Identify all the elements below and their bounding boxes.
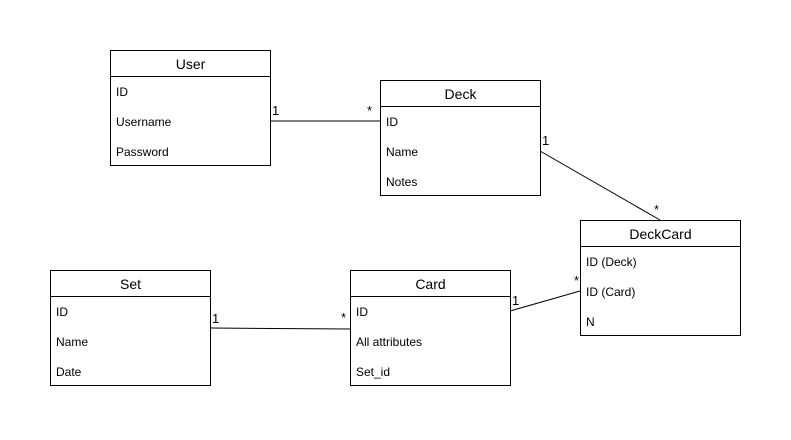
entity-card-attr-id: ID — [356, 305, 368, 319]
mult-user-deck-user-side: 1 — [272, 103, 280, 118]
mult-set-card-set-side: 1 — [212, 311, 220, 326]
entity-deckcard-title: DeckCard — [581, 221, 740, 247]
entity-card[interactable]: Card ID All attributes Set_id — [350, 270, 511, 386]
entity-user[interactable]: User ID Username Password — [110, 50, 271, 166]
entity-set[interactable]: Set ID Name Date — [50, 270, 211, 386]
entity-user-attr-username: Username — [116, 115, 172, 129]
entity-deck-attr-id: ID — [386, 115, 398, 129]
entity-user-attr-password: Password — [116, 145, 169, 159]
entity-deckcard-attr-deck-id: ID (Deck) — [586, 255, 637, 269]
mult-user-deck-deck-side: * — [367, 103, 373, 118]
entity-card-title: Card — [351, 271, 510, 297]
entity-deck-attr-name: Name — [386, 145, 419, 159]
connector-set-card — [209, 327, 351, 330]
entity-card-attr-set-id: Set_id — [356, 365, 391, 379]
mult-deck-deckcard-deckcard-side: * — [654, 202, 660, 217]
entity-set-attr-id: ID — [56, 305, 68, 319]
entity-deckcard-attr-card-id: ID (Card) — [586, 285, 636, 299]
connector-deck-deckcard — [539, 150, 661, 221]
entity-set-attr-date: Date — [56, 365, 82, 379]
entity-deck-title: Deck — [381, 81, 540, 107]
entity-card-attr-all-attributes: All attributes — [356, 335, 423, 349]
mult-card-deckcard-deckcard-side: * — [574, 273, 580, 288]
entity-deckcard[interactable]: DeckCard ID (Deck) ID (Card) N — [580, 220, 741, 336]
mult-deck-deckcard-deck-side: 1 — [542, 133, 550, 148]
entity-user-attr-id: ID — [116, 85, 128, 99]
entity-deckcard-attr-n: N — [586, 315, 595, 329]
entity-user-title: User — [111, 51, 270, 77]
entity-set-title: Set — [51, 271, 210, 297]
mult-set-card-card-side: * — [341, 310, 347, 325]
entity-set-attr-name: Name — [56, 335, 89, 349]
entity-deck-attr-notes: Notes — [386, 175, 418, 189]
connector-card-deckcard — [509, 290, 581, 312]
entity-deck[interactable]: Deck ID Name Notes — [380, 80, 541, 196]
mult-card-deckcard-card-side: 1 — [512, 293, 520, 308]
